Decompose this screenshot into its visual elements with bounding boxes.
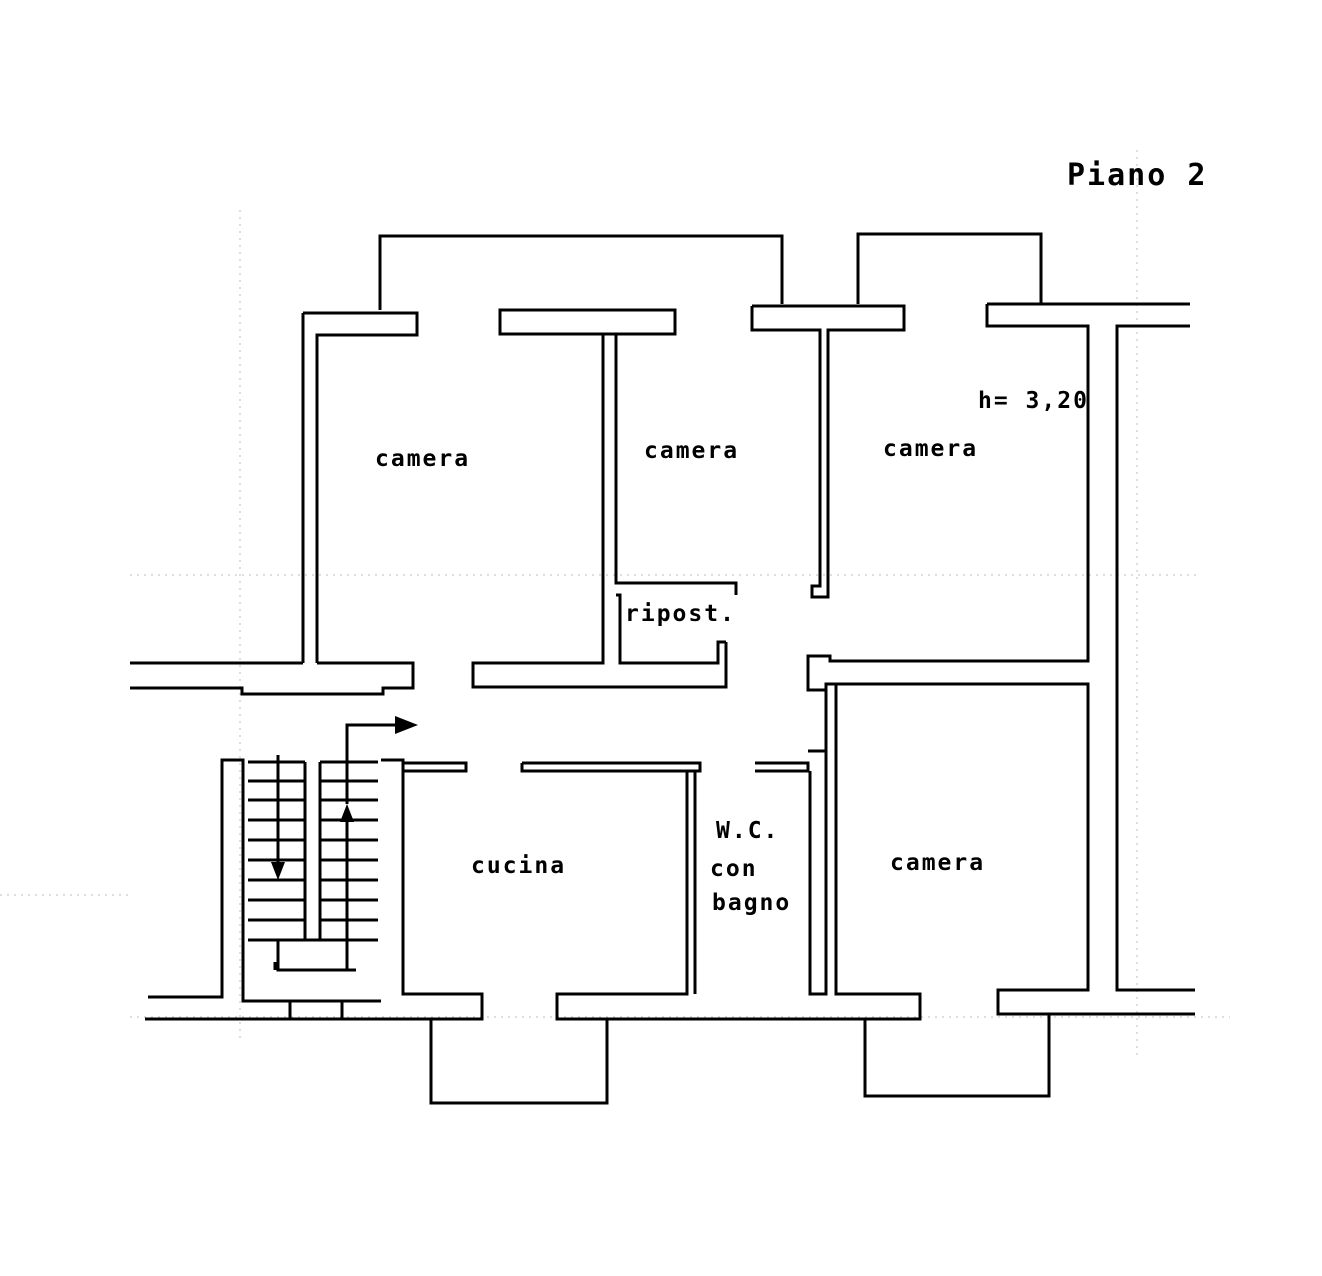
wc-camera-partition: [808, 690, 828, 753]
cucina-top-wall-left: [403, 761, 468, 773]
top-wall-right-lower: [806, 304, 1195, 1016]
wall-ripost: [616, 593, 726, 665]
balcony-top-right: [856, 232, 1043, 304]
wc-camera-partition-2: [808, 751, 828, 996]
balcony-bottom-left: [429, 1019, 609, 1105]
top-wall-right-mid: [750, 304, 906, 599]
room-label-camera-1: camera: [375, 446, 470, 472]
room-label-wc-line2: con: [710, 856, 758, 882]
room-label-camera-2: camera: [644, 438, 739, 464]
room-label-camera-3: camera: [883, 436, 978, 462]
corridor-wall-left: [130, 661, 415, 696]
scan-grid: [0, 150, 1230, 1060]
stair-wall-right: [145, 758, 484, 1021]
right-outer-wall: [1115, 324, 1195, 992]
plan-title: Piano 2: [1067, 158, 1207, 193]
room-label-camera-4: camera: [890, 850, 985, 876]
room-label-wc-line1: W.C.: [716, 818, 779, 844]
top-wall-mid: [498, 308, 677, 336]
wall-camera2-left: [471, 334, 728, 689]
cucina-wc-partition: [555, 684, 922, 1021]
cucina-top-wall: [520, 761, 702, 773]
stair-landing-door: [288, 999, 344, 1021]
room-label-wc-line3: bagno: [712, 890, 791, 916]
top-wall-left: [303, 311, 419, 663]
room-label-ripostiglio: ripost.: [625, 601, 736, 627]
wall-camera2-inner: [614, 334, 738, 595]
balcony-bottom-right: [863, 1014, 1051, 1098]
ceiling-height-note: h= 3,20: [978, 388, 1089, 414]
room-label-cucina: cucina: [471, 853, 566, 879]
wc-top-wall: [755, 761, 810, 773]
balcony-top-left: [378, 234, 784, 310]
staircase: [248, 716, 418, 972]
